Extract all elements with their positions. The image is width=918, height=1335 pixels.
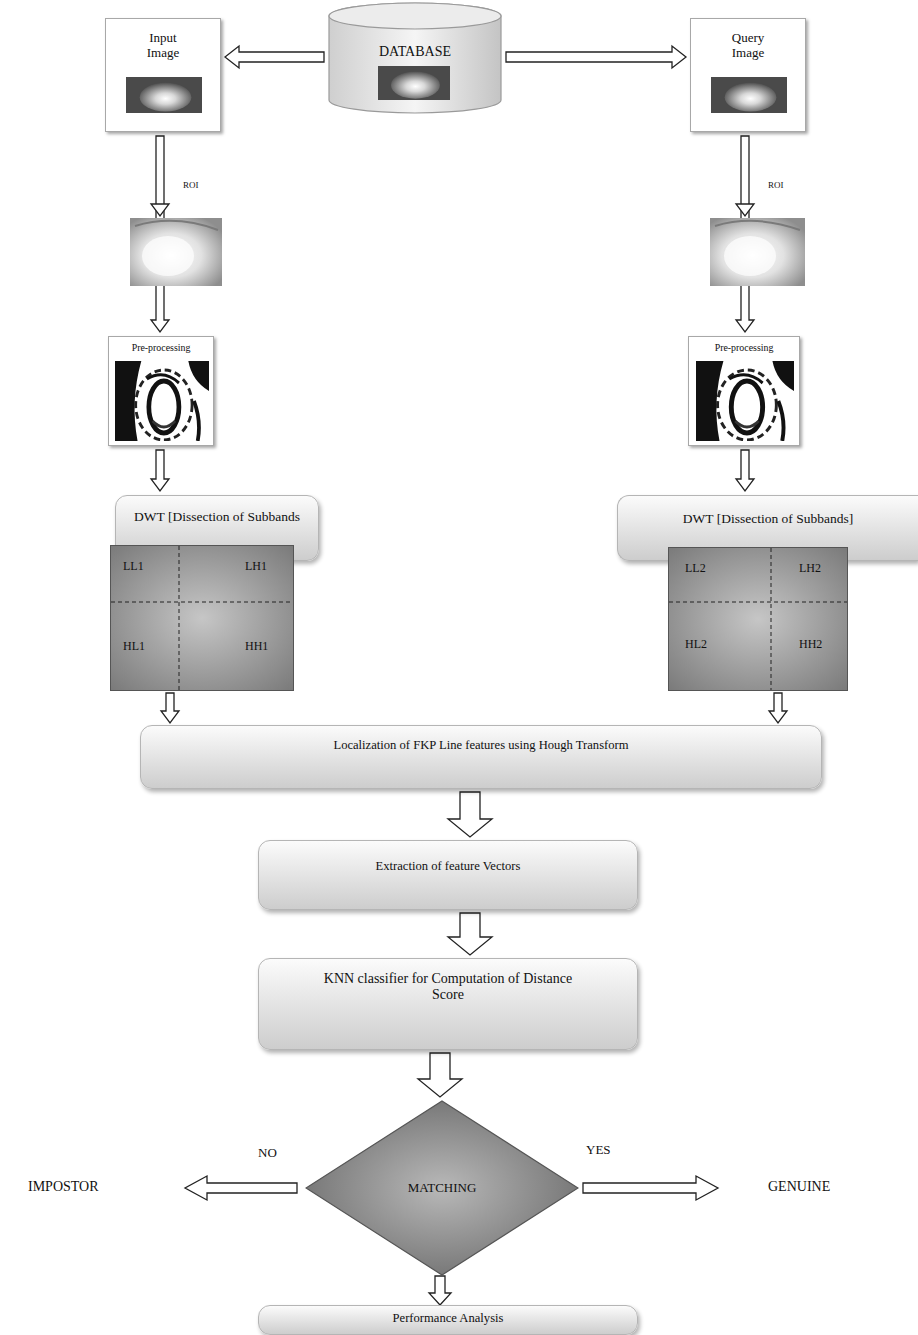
node-text: DWT [Dissection of Subbands: [116, 509, 318, 525]
decision-diamond: MATCHING: [305, 1100, 579, 1276]
subband-label: HH1: [245, 640, 268, 654]
knuckle-image: [126, 77, 202, 113]
database-cylinder: DATABASE: [328, 2, 502, 114]
flow-arrow: [448, 792, 492, 837]
subband-label: LH1: [245, 560, 267, 574]
node-text: Input Image: [128, 31, 198, 61]
node-text: DWT [Dissection of Subbands]: [618, 511, 918, 527]
genuine-arrow: [583, 1176, 718, 1200]
flow-arrow: [769, 693, 787, 723]
input-image-box: Input Image: [105, 18, 221, 132]
node-text: Extraction of feature Vectors: [259, 859, 637, 873]
subband-grid: LL2 LH2HL2 HH2: [668, 547, 848, 691]
process-box: Localization of FKP Line features using …: [140, 725, 822, 789]
preprocessing-box: Pre-processing: [688, 336, 800, 446]
subband-label: HL2: [685, 638, 707, 652]
flow-arrow: [506, 46, 686, 68]
subband-label: HL1: [123, 640, 145, 654]
subband-label: LL2: [685, 562, 706, 576]
query-image-box: Query Image: [690, 18, 806, 132]
subband-label: LH2: [799, 562, 821, 576]
flow-arrow: [151, 450, 169, 491]
knuckle-image: [378, 66, 450, 100]
node-text: DATABASE: [328, 44, 502, 60]
outcome-label: GENUINE: [768, 1179, 830, 1195]
node-text: Pre-processing: [689, 342, 799, 353]
process-box: Performance Analysis: [258, 1305, 638, 1335]
branch-label: NO: [258, 1146, 277, 1161]
process-box: Extraction of feature Vectors: [258, 840, 638, 910]
node-text: Performance Analysis: [259, 1311, 637, 1325]
branch-label: YES: [586, 1143, 611, 1158]
flow-arrow: [736, 450, 754, 491]
subband-label: LL1: [123, 560, 144, 574]
flow-arrow: [429, 1276, 451, 1305]
node-text: Localization of FKP Line features using …: [141, 738, 821, 752]
node-text: Pre-processing: [109, 342, 213, 353]
node-text: MATCHING: [408, 1181, 477, 1196]
knuckle-image: [711, 77, 787, 113]
flow-arrow: [448, 913, 492, 955]
process-box: KNN classifier for Computation of Distan…: [258, 958, 638, 1050]
roi-image: [130, 204, 222, 286]
flow-arrow: [225, 46, 324, 68]
outcome-label: IMPOSTOR: [28, 1179, 99, 1195]
preprocessed-image: [115, 361, 209, 441]
impostor-arrow: [185, 1176, 297, 1200]
flow-arrow: [418, 1053, 462, 1097]
node-text: Query Image: [713, 31, 783, 61]
subband-label: HH2: [799, 638, 822, 652]
step-label: ROI: [768, 180, 784, 190]
subband-grid: LL1 LH1HL1 HH1: [110, 545, 294, 691]
step-label: ROI: [183, 180, 199, 190]
flow-arrow: [161, 693, 179, 723]
preprocessed-image: [696, 361, 794, 441]
node-text: KNN classifier for Computation of Distan…: [319, 971, 577, 1003]
preprocessing-box: Pre-processing: [108, 336, 214, 446]
roi-image: [710, 204, 805, 286]
